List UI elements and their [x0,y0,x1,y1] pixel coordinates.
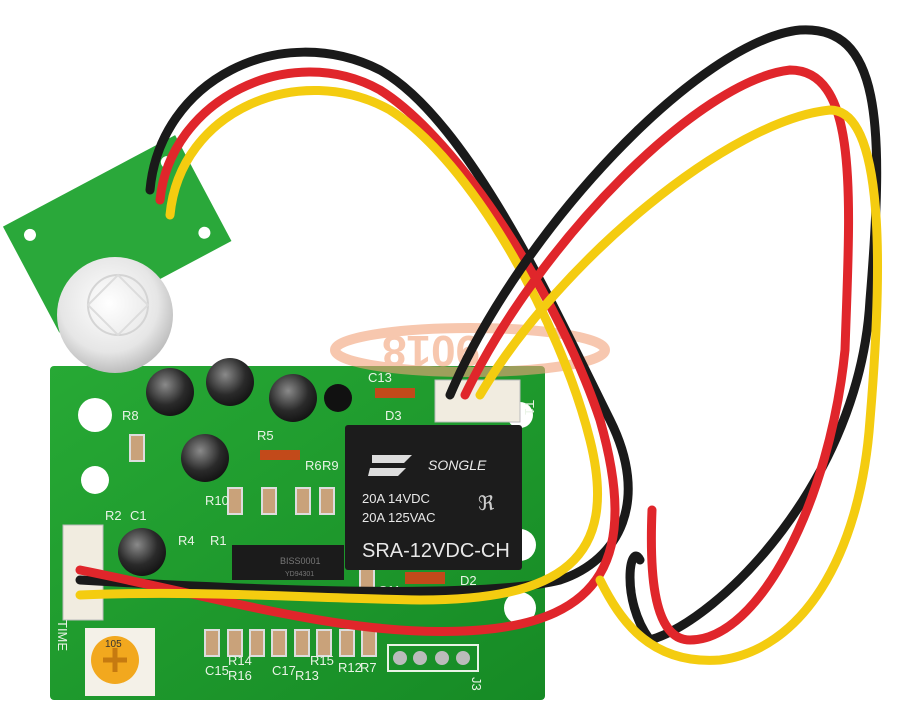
label-r7: R7 [360,660,377,675]
label-c15: C15 [205,663,229,678]
label-r14: R14 [228,653,252,668]
smd-components [129,434,377,657]
ic-code: YD94301 [285,571,314,578]
label-r9: R9 [322,458,339,473]
wires [75,25,883,665]
label-r10: R10 [205,493,229,508]
wire-yellow-loop [475,105,883,665]
relay-rating-ac: 20A 125VAC [362,510,435,525]
wire-red-loop [460,65,854,645]
biss0001-ic: BISS0001 YD94301 [232,545,344,580]
label-r8: R8 [122,408,139,423]
label-r12: R12 [338,660,362,675]
wire-black [75,47,633,597]
label-d3: D3 [385,408,402,423]
label-c17: C17 [272,663,296,678]
wire-red [75,67,620,637]
diode-d2 [405,572,445,584]
diode-d1 [260,450,300,460]
label-r1: R1 [210,533,227,548]
pot-value: 105 [105,639,122,650]
label-c13: C13 [368,370,392,385]
mount-hole [78,398,112,432]
ic-name: BISS0001 [280,556,321,566]
label-d2: D2 [460,573,477,588]
label-r13: R13 [295,668,319,683]
label-c1: C1 [130,508,147,523]
label-j3: J3 [469,677,484,691]
header-j3: J3 [387,644,484,691]
pir-fresnel-dome [57,257,173,373]
diode-d3 [375,388,415,398]
time-potentiometer[interactable]: 105 TIME [55,620,155,696]
label-r2: R2 [105,508,122,523]
relay-rating-dc: 20A 14VDC [362,491,430,506]
songle-logo-icon [368,455,412,476]
silkscreen-labels: C13 D3 R8 R5 R6 R9 R10 R2 R4 R1 C1 C11 D… [105,370,477,683]
label-r16: R16 [228,668,252,683]
relay: SONGLE 20A 14VDC 20A 125VAC ℜ SRA-12VDC-… [345,425,522,570]
wire-yellow [75,85,603,605]
label-t1: T1 [522,400,537,415]
pot-label: TIME [55,620,70,651]
relay-brand: SONGLE [428,457,487,473]
electrolytic-capacitors [118,358,352,576]
ul-mark-icon: ℜ [478,493,495,515]
label-r15: R15 [310,653,334,668]
label-r4: R4 [178,533,195,548]
relay-model: SRA-12VDC-CH [362,540,510,562]
mount-hole [81,466,109,494]
label-r5: R5 [257,428,274,443]
label-r6: R6 [305,458,322,473]
mount-hole [504,592,536,624]
transistor [324,384,352,412]
